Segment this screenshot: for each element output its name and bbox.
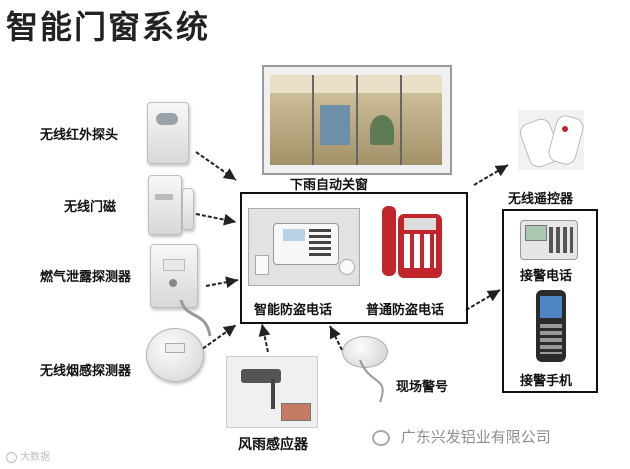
- watermark-left: 大数据: [6, 448, 50, 463]
- smart-phone-label: 智能防盗电话: [254, 303, 333, 318]
- room-scene-icon: [270, 75, 442, 165]
- arrow-gas-to-center: [205, 276, 239, 289]
- normal-alarm-phone-icon: [378, 206, 444, 284]
- normal-phone-label: 普通防盗电话: [366, 303, 445, 318]
- alarm-mobile-label: 接警手机: [520, 374, 573, 389]
- siren-label: 现场警号: [396, 380, 449, 395]
- center-alarm-box: [240, 192, 468, 324]
- input-label-infrared: 无线红外探头: [40, 128, 119, 143]
- siren-cable-icon: [359, 359, 384, 403]
- arrow-smoke-to-center: [197, 324, 237, 353]
- window-label: 下雨自动关窗: [290, 178, 369, 193]
- arrow-doormag-to-center: [195, 213, 237, 226]
- input-label-smoke: 无线烟感探测器: [40, 364, 132, 379]
- arrow-siren-to-center: [329, 325, 343, 351]
- alarm-phone-label: 接警电话: [520, 269, 573, 284]
- door-magnet-icon: [148, 175, 182, 235]
- wind-rain-sensor-icon: [226, 356, 318, 428]
- arrow-center-to-remote: [473, 164, 509, 186]
- wechat-icon: [372, 429, 390, 446]
- gas-cable-icon: [179, 300, 212, 337]
- siren-icon: [342, 336, 388, 368]
- window-image: [262, 65, 452, 175]
- wind-rain-label: 风雨感应器: [238, 437, 308, 453]
- remote-control-icon: [517, 110, 586, 171]
- remote-label: 无线遥控器: [508, 192, 574, 207]
- alarm-desk-phone-icon: [520, 220, 578, 260]
- smart-alarm-phone-icon: [248, 208, 360, 286]
- input-label-gas: 燃气泄露探测器: [40, 270, 132, 285]
- smoke-detector-icon: [146, 328, 204, 382]
- watermark-right: 广东兴发铝业有限公司: [372, 426, 551, 447]
- input-label-door-magnet: 无线门磁: [64, 200, 117, 215]
- diagram-title: 智能门窗系统: [6, 8, 211, 46]
- infrared-sensor-icon: [147, 102, 189, 164]
- arrow-center-to-alarm: [465, 289, 501, 311]
- gas-detector-icon: [150, 244, 198, 308]
- alarm-receiver-box: [502, 209, 598, 393]
- arrow-infrared-to-center: [195, 151, 237, 181]
- door-magnet-small-icon: [182, 188, 194, 230]
- arrow-windrain-to-center: [258, 323, 271, 353]
- mobile-phone-icon: [536, 290, 566, 362]
- watermark-left-icon: [6, 451, 17, 463]
